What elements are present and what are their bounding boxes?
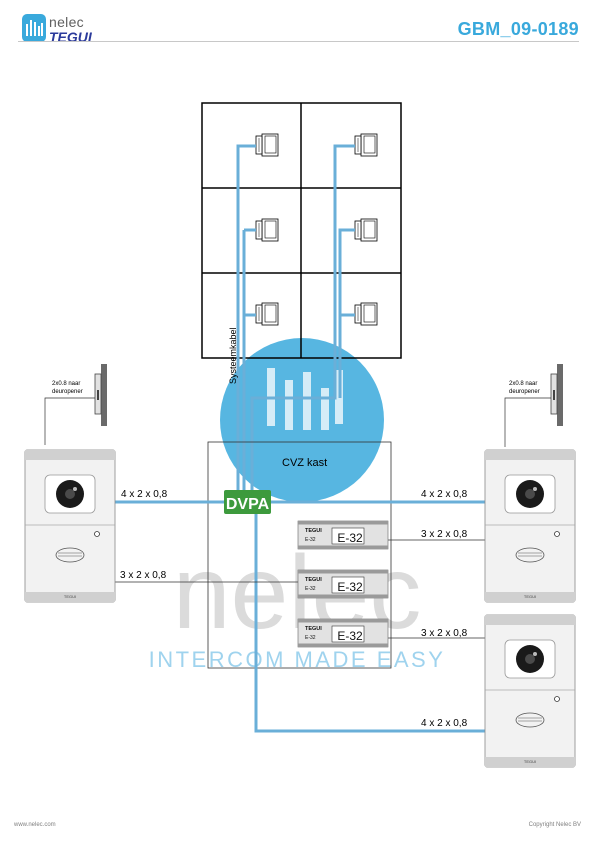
cable-label-3x-right-lower: 3 x 2 x 0,8 [421, 628, 468, 639]
svg-text:TEGUI: TEGUI [305, 577, 322, 583]
svg-text:deuropener: deuropener [509, 389, 540, 395]
e32-module: TEGUI E-32 E-32 [297, 520, 389, 550]
e32-module: TEGUI E-32 E-32 [297, 618, 389, 648]
dvpa-unit: DVPA [224, 490, 271, 514]
monitor-icon [255, 302, 279, 326]
system-cable-label: Systeemkabel [228, 327, 238, 384]
system-cable [236, 144, 355, 500]
door-opener-left: 2x0.8 naar deuropener [44, 363, 108, 445]
svg-text:deuropener: deuropener [52, 389, 83, 395]
footer-copyright: Copyright Nelec BV [528, 822, 581, 828]
svg-text:E-32: E-32 [305, 586, 316, 592]
main-cable [115, 500, 485, 733]
door-panel-icon [484, 614, 576, 768]
cvz-cabinet [207, 441, 392, 669]
cable-label-4x-left: 4 x 2 x 0,8 [121, 489, 168, 500]
cabinet-label: CVZ kast [282, 457, 327, 469]
svg-text:E-32: E-32 [305, 635, 316, 641]
document-code: GBM_09-0189 [457, 19, 579, 39]
cable-label-3x-right: 3 x 2 x 0,8 [421, 529, 468, 540]
dvpa-label: DVPA [226, 496, 270, 513]
cable-label-3x-left: 3 x 2 x 0,8 [120, 570, 167, 581]
svg-text:E-32: E-32 [337, 580, 363, 594]
door-opener-right: 2x0.8 naar deuropener [504, 363, 564, 447]
cable-label-4x-right: 4 x 2 x 0,8 [421, 489, 468, 500]
door-panel-icon [24, 449, 116, 603]
apartment-grid [201, 102, 402, 359]
door-station-right-top: TEGUI [484, 449, 576, 603]
watermark: nelec INTERCOM MADE EASY [149, 338, 443, 672]
monitor-icon [354, 133, 378, 157]
door-opener-icon [550, 363, 564, 427]
svg-text:TEGUI: TEGUI [305, 626, 322, 632]
svg-text:E-32: E-32 [337, 531, 363, 545]
svg-text:TEGUI: TEGUI [524, 594, 536, 599]
footer-website: www.nelec.com [14, 822, 56, 828]
door-panel-icon [484, 449, 576, 603]
logo-mark-icon [22, 14, 46, 42]
module-cable [115, 539, 485, 639]
monitor-icon [354, 302, 378, 326]
brand-name: nelec [49, 14, 84, 30]
svg-text:TEGUI: TEGUI [305, 528, 322, 534]
door-station-right-bottom: TEGUI [484, 614, 576, 768]
door-opener-icon [94, 363, 108, 427]
svg-text:TEGUI: TEGUI [524, 759, 536, 764]
svg-text:2x0.8 naar: 2x0.8 naar [52, 381, 80, 387]
monitor-icon [255, 133, 279, 157]
svg-text:TEGUI: TEGUI [64, 594, 76, 599]
header-divider [18, 41, 579, 42]
svg-text:E-32: E-32 [305, 537, 316, 543]
monitor-icon [354, 218, 378, 242]
svg-text:2x0.8 naar: 2x0.8 naar [509, 381, 537, 387]
svg-text:E-32: E-32 [337, 629, 363, 643]
monitor-icon [255, 218, 279, 242]
cable-label-4x-right-lower: 4 x 2 x 0,8 [421, 718, 468, 729]
door-station-left: TEGUI [24, 449, 116, 603]
e32-module: TEGUI E-32 E-32 [297, 569, 389, 599]
